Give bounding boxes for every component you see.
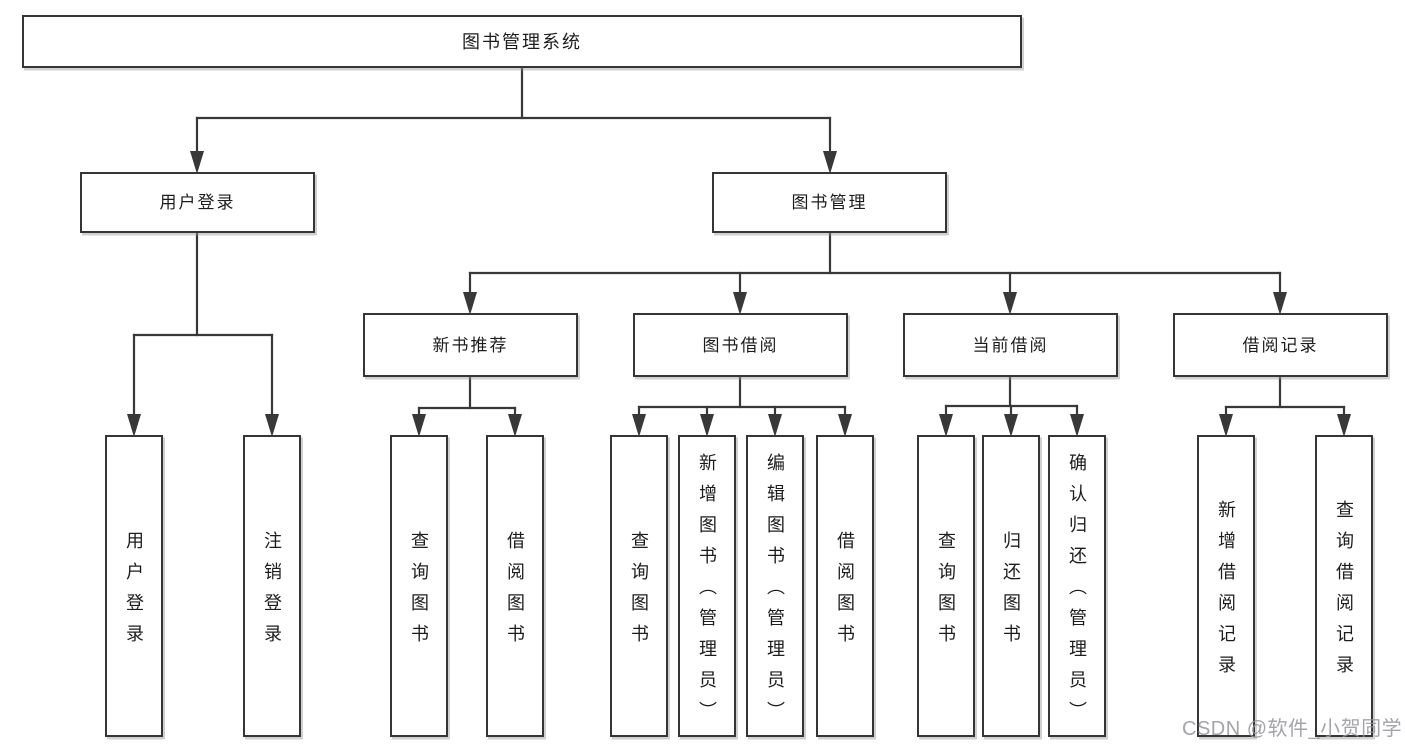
node-label: 用户登录	[159, 193, 236, 212]
arrowhead-icon	[768, 414, 782, 437]
leaf-return-books: 归还图书	[982, 435, 1040, 737]
arrowhead-icon	[1273, 292, 1287, 315]
node-label: 图书借阅	[702, 335, 779, 355]
node-label: 查询图书	[936, 530, 956, 655]
arrowhead-icon	[463, 292, 477, 315]
arrowhead-icon	[1003, 292, 1017, 315]
leaf-logout: 注销登录	[243, 435, 301, 737]
node-label: 用户登录	[124, 530, 144, 655]
arrowhead-icon	[190, 151, 204, 174]
arrowhead-icon	[1337, 414, 1351, 437]
arrowhead-icon	[1004, 414, 1018, 437]
node-label: 当前借阅	[972, 335, 1049, 355]
node-user-login: 用户登录	[80, 172, 315, 233]
leaf-edit-book-admin: 编辑图书（管理员）	[746, 435, 804, 737]
node-label: 借阅图书	[505, 530, 525, 655]
node-current-borrowing: 当前借阅	[903, 313, 1118, 377]
node-label: 借阅图书	[835, 530, 855, 655]
node-label: 图书管理系统	[462, 31, 582, 52]
node-label: 新增图书（管理员）	[697, 453, 717, 732]
node-book-management: 图书管理	[712, 172, 947, 233]
node-label: 新增借阅记录	[1216, 499, 1236, 686]
node-book-borrowing: 图书借阅	[633, 313, 848, 377]
arrowhead-icon	[700, 414, 714, 437]
arrowhead-icon	[1219, 414, 1233, 437]
leaf-borrow-books-recommendation: 借阅图书	[486, 435, 544, 737]
leaf-confirm-return-admin: 确认归还（管理员）	[1048, 435, 1106, 737]
leaf-borrow-books-borrowing: 借阅图书	[816, 435, 874, 737]
leaf-add-borrow-record: 新增借阅记录	[1197, 435, 1255, 737]
node-label: 图书管理	[791, 193, 868, 212]
arrowhead-icon	[823, 151, 837, 174]
leaf-query-books-recommendation: 查询图书	[390, 435, 448, 737]
arrowhead-icon	[838, 414, 852, 437]
leaf-add-book-admin: 新增图书（管理员）	[678, 435, 736, 737]
arrowhead-icon	[412, 414, 426, 437]
node-new-book-recommendation: 新书推荐	[363, 313, 578, 377]
arrowhead-icon	[632, 414, 646, 437]
watermark: CSDN @软件_小贺同学	[1182, 718, 1403, 740]
leaf-query-borrow-record: 查询借阅记录	[1315, 435, 1373, 737]
arrowhead-icon	[127, 414, 141, 437]
node-label: 借阅记录	[1242, 335, 1319, 355]
arrowhead-icon	[1070, 414, 1084, 437]
node-label: 查询借阅记录	[1334, 499, 1354, 686]
node-label: 新书推荐	[432, 335, 509, 355]
node-label: 确认归还（管理员）	[1067, 453, 1087, 732]
node-borrowing-records: 借阅记录	[1173, 313, 1388, 377]
arrowhead-icon	[508, 414, 522, 437]
node-label: 查询图书	[629, 530, 649, 655]
leaf-user-login: 用户登录	[105, 435, 163, 737]
node-label: 注销登录	[262, 530, 282, 655]
node-label: 编辑图书（管理员）	[765, 453, 785, 732]
leaf-query-books-borrowing: 查询图书	[610, 435, 668, 737]
node-label: 查询图书	[409, 530, 429, 655]
leaf-query-books-current: 查询图书	[917, 435, 975, 737]
arrowhead-icon	[265, 414, 279, 437]
node-label: 归还图书	[1001, 530, 1021, 655]
arrowhead-icon	[733, 292, 747, 315]
arrowhead-icon	[939, 414, 953, 437]
node-library-management-system: 图书管理系统	[22, 15, 1022, 68]
